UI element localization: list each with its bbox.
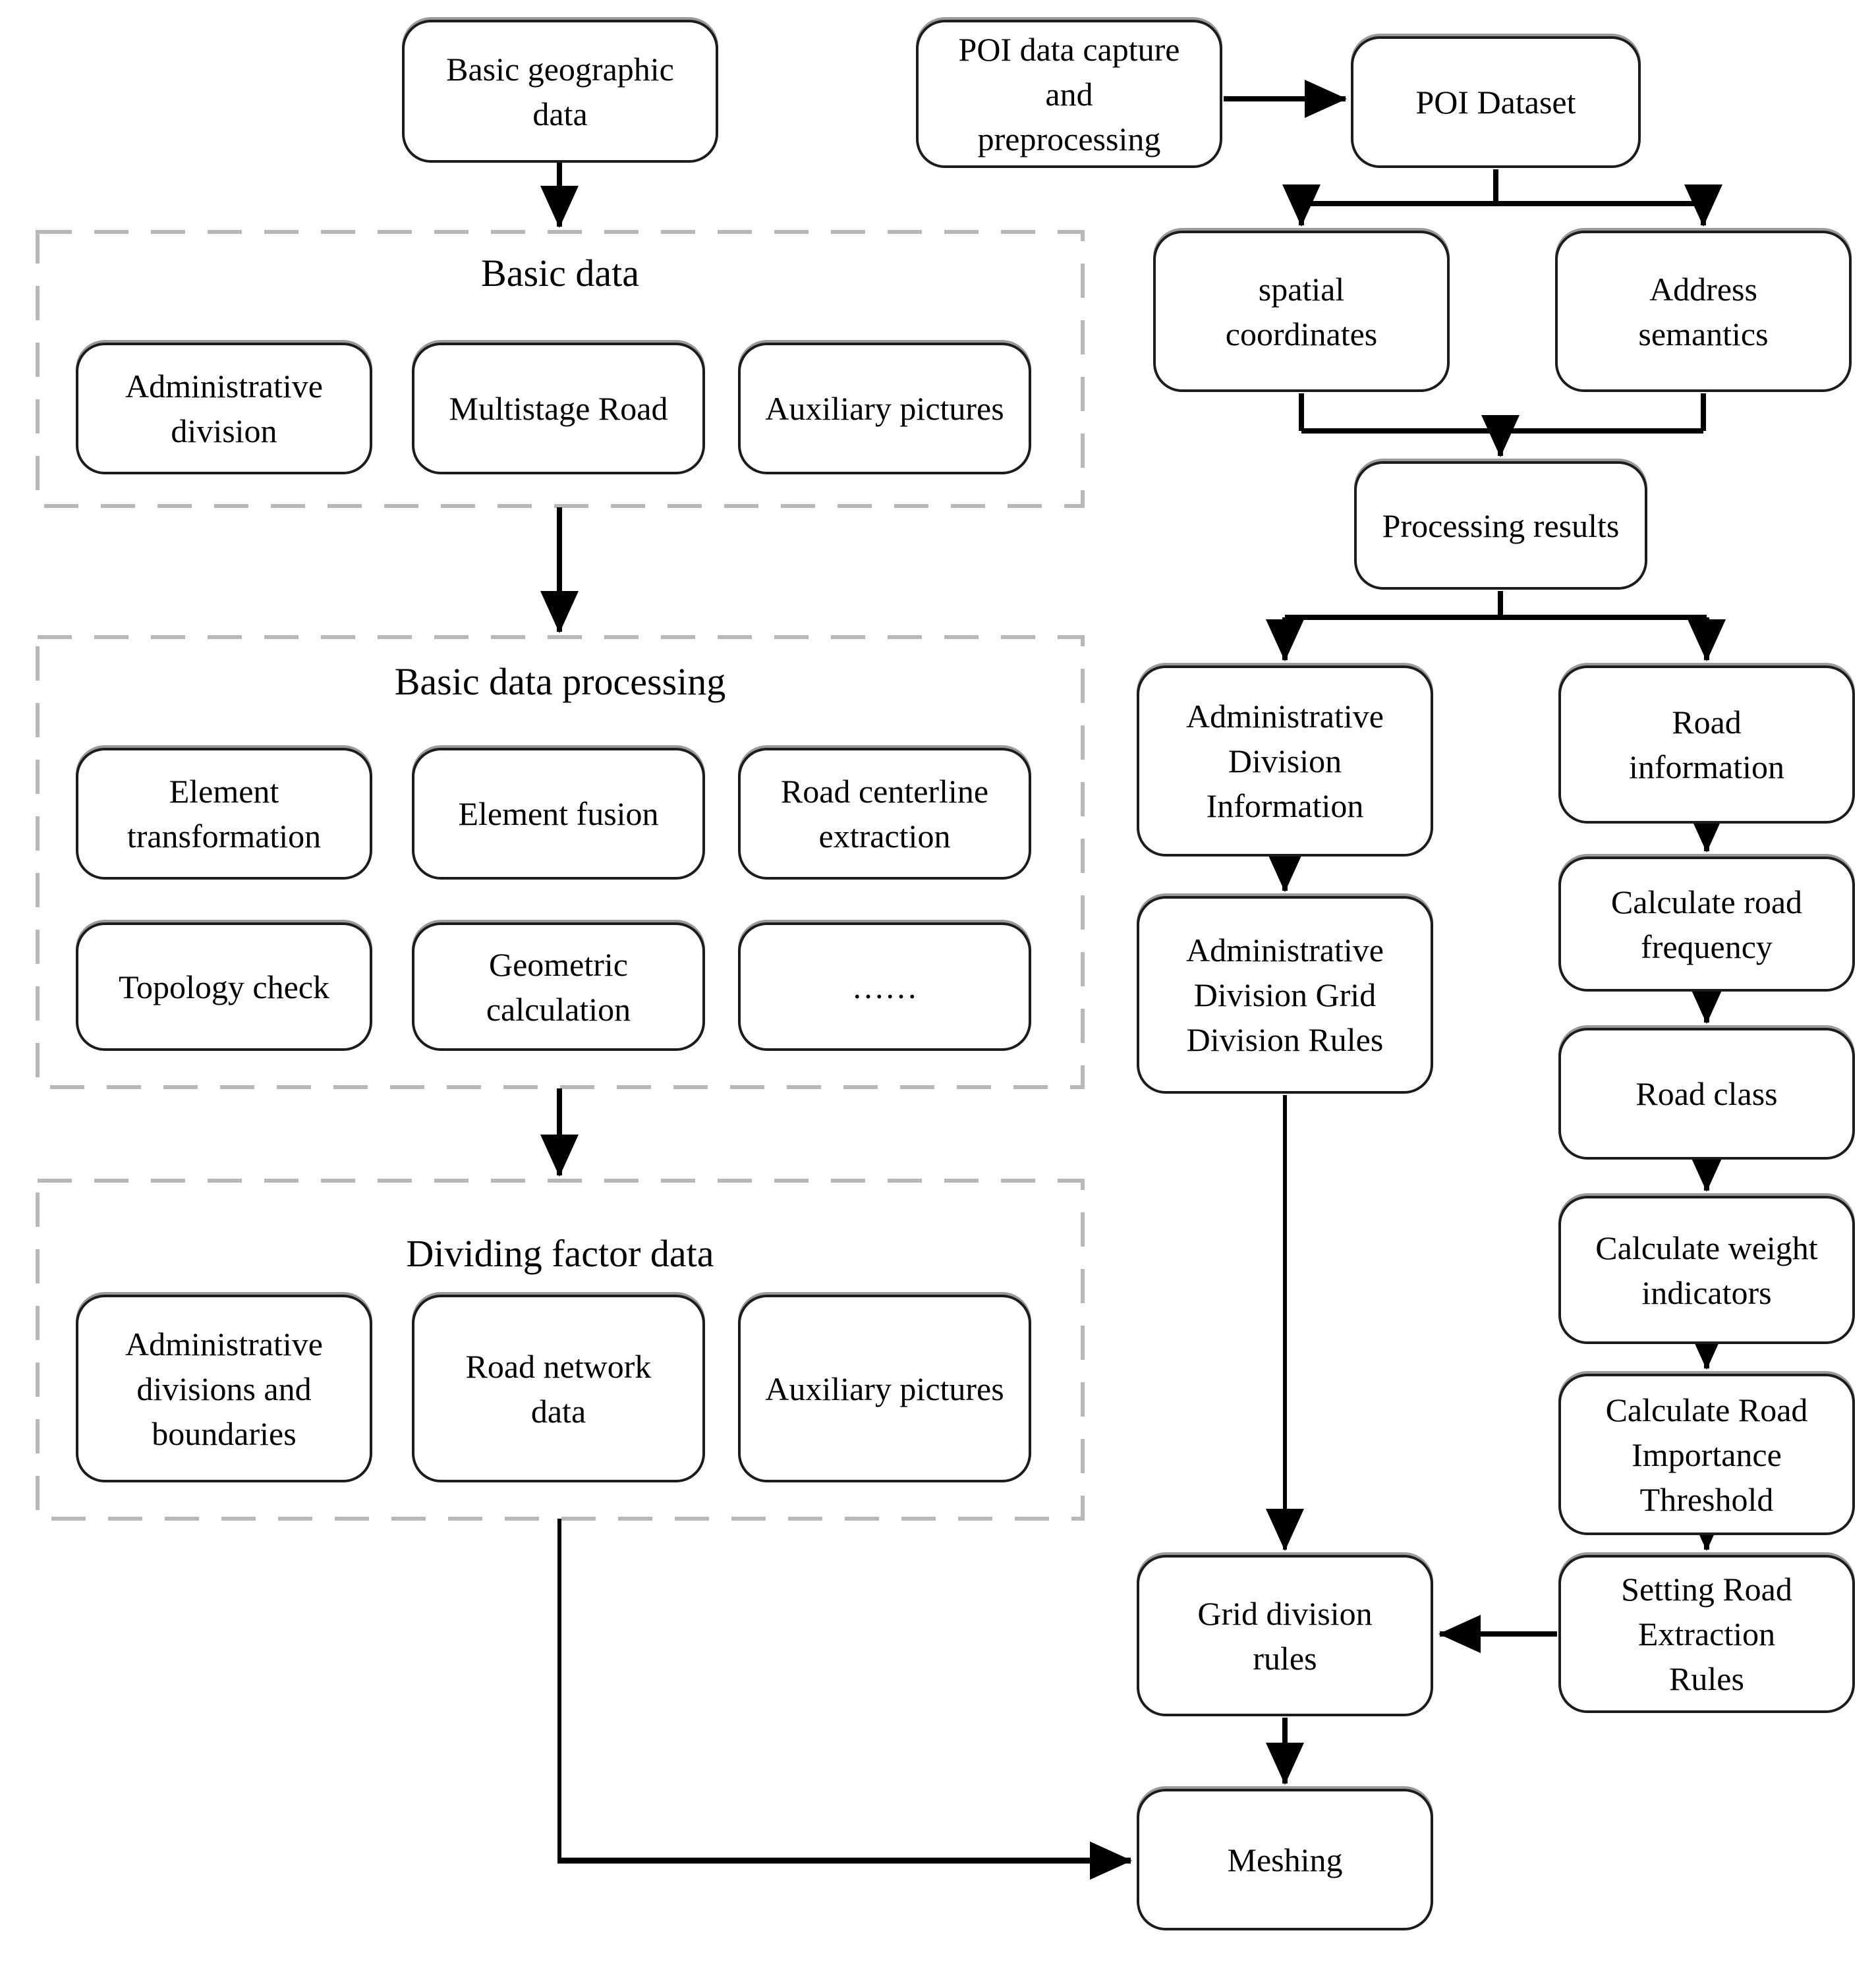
node-setting-road-extraction-rules: Setting Road Extraction Rules	[1558, 1555, 1855, 1713]
node-grid-division-rules: Grid division rules	[1137, 1555, 1433, 1716]
node-road-information: Road information	[1558, 665, 1855, 824]
section-title-basic-data: Basic data	[481, 252, 639, 295]
basic-data-processing-section-frame	[36, 635, 1085, 1089]
node-geometric-calculation: Geometric calculation	[412, 922, 705, 1051]
node-administrative-division-grid-division-rules: Administrative Division Grid Division Ru…	[1137, 896, 1433, 1094]
section-title-basic-data-processing: Basic data processing	[394, 660, 726, 703]
node-calculate-road-importance-threshold: Calculate Road Importance Threshold	[1558, 1374, 1855, 1535]
node-calculate-road-frequency: Calculate road frequency	[1558, 857, 1855, 992]
node-processing-results: Processing results	[1354, 461, 1647, 590]
node-road-class: Road class	[1558, 1028, 1855, 1160]
node-administrative-division: Administrative division	[76, 343, 372, 474]
node-calculate-weight-indicators: Calculate weight indicators	[1558, 1196, 1855, 1344]
node-road-network-data: Road network data	[412, 1295, 705, 1482]
node-spatial-coordinates: spatial coordinates	[1153, 231, 1450, 392]
node-ellipsis-more-steps: ……	[738, 922, 1031, 1051]
node-poi-data-capture-preprocessing: POI data capture and preprocessing	[916, 20, 1222, 168]
node-administrative-divisions-and-boundaries: Administrative divisions and boundaries	[76, 1295, 372, 1482]
node-element-fusion: Element fusion	[412, 748, 705, 880]
node-basic-geographic-data: Basic geographic data	[402, 20, 718, 163]
node-multistage-road: Multistage Road	[412, 343, 705, 474]
node-element-transformation: Element transformation	[76, 748, 372, 880]
dividing-factor-data-section-frame	[36, 1179, 1085, 1521]
basic-data-section-frame	[36, 230, 1085, 508]
node-auxiliary-pictures-dividing: Auxiliary pictures	[738, 1295, 1031, 1482]
node-address-semantics: Address semantics	[1555, 231, 1852, 392]
node-topology-check: Topology check	[76, 922, 372, 1051]
node-poi-dataset: POI Dataset	[1351, 36, 1641, 168]
node-meshing: Meshing	[1137, 1789, 1433, 1930]
section-title-dividing-factor-data: Dividing factor data	[406, 1232, 714, 1275]
node-administrative-division-information: Administrative Division Information	[1137, 665, 1433, 857]
node-road-centerline-extraction: Road centerline extraction	[738, 748, 1031, 880]
node-auxiliary-pictures-basic: Auxiliary pictures	[738, 343, 1031, 474]
